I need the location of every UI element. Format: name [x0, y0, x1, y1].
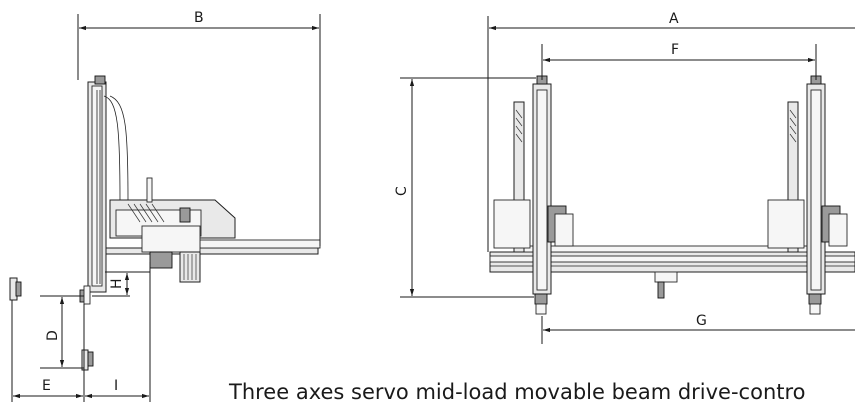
label-b: B [194, 10, 204, 26]
label-a: A [669, 11, 679, 27]
dimension-a: A [487, 11, 855, 252]
dimension-f: F [541, 42, 817, 80]
dimension-i: I [85, 262, 151, 402]
caption-text: Three axes servo mid-load movable beam d… [229, 380, 806, 404]
dimension-b: B [77, 10, 321, 246]
label-f: F [671, 42, 679, 58]
label-e: E [42, 378, 51, 394]
label-h: H [109, 278, 125, 289]
label-c: C [394, 186, 410, 196]
label-d: D [45, 330, 61, 341]
dimension-h: H [92, 271, 150, 297]
label-g: G [696, 313, 707, 329]
hatch-pattern [127, 203, 165, 223]
dimension-d: D [40, 295, 84, 369]
front-view [489, 75, 855, 315]
dimension-g: G [541, 313, 855, 344]
dimension-c: C [394, 77, 536, 298]
dimension-e: E [11, 300, 85, 402]
label-i: I [114, 378, 118, 394]
side-view [9, 75, 321, 371]
